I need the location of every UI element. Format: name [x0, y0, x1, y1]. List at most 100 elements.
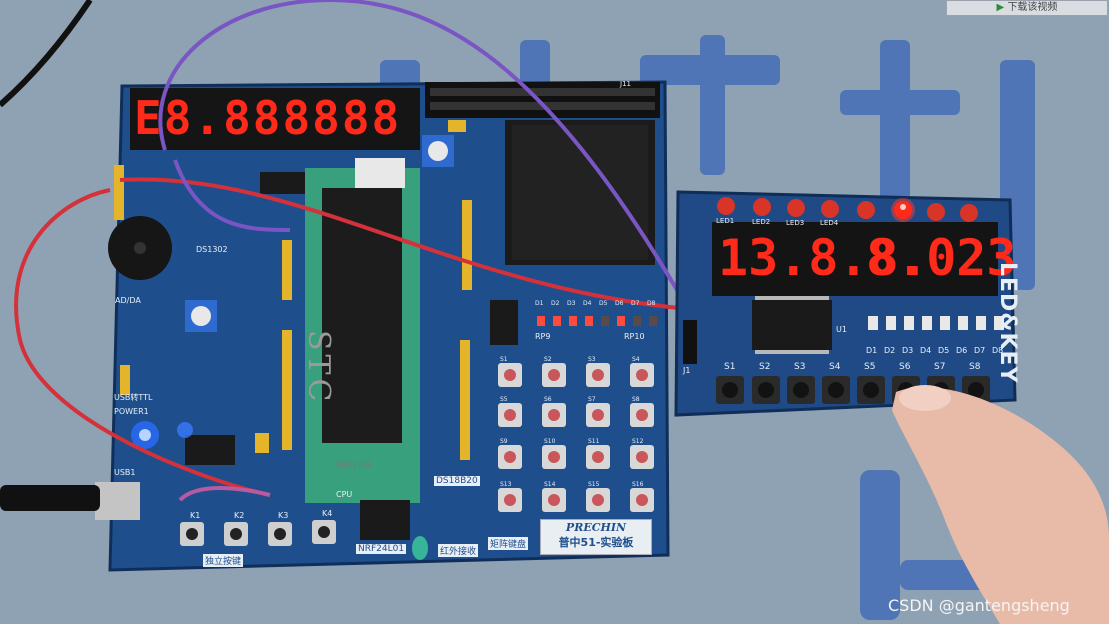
module-key-label-s7: S7	[934, 362, 946, 372]
rp10-label: RP10	[624, 332, 645, 341]
module-key-s2[interactable]	[752, 376, 780, 404]
module-chip-label: U1	[836, 325, 847, 334]
matrix-key-s3[interactable]	[586, 363, 610, 387]
module-connector-label: J1	[683, 366, 691, 375]
matrix-label-s13: S13	[500, 481, 512, 488]
main-led-label-d7: D7	[631, 300, 640, 307]
yellow-pin-headers	[114, 165, 472, 460]
main-led-label-d3: D3	[567, 300, 576, 307]
matrix-key-s1[interactable]	[498, 363, 522, 387]
matrix-label-s3: S3	[588, 356, 596, 363]
module-key-s4[interactable]	[822, 376, 850, 404]
module-key-label-s3: S3	[794, 362, 806, 372]
matrix-key-s6[interactable]	[542, 403, 566, 427]
module-key-s7[interactable]	[927, 376, 955, 404]
module-led-label-3: LED3	[786, 219, 805, 227]
power-label: POWER1	[114, 407, 149, 416]
module-key-s6[interactable]	[892, 376, 920, 404]
module-d-label-6: D6	[956, 346, 968, 355]
module-led-label-4: LED4	[820, 219, 839, 227]
main-led-label-d8: D8	[647, 300, 656, 307]
independent-key-k2[interactable]	[224, 522, 248, 546]
board-model: 普中51-实验板	[558, 536, 634, 549]
key-label-k2: K2	[234, 511, 245, 520]
usb-ttl-label: USB转TTL	[114, 393, 153, 402]
module-key-label-s4: S4	[829, 362, 841, 372]
main-led-label-d2: D2	[551, 300, 560, 307]
matrix-key-s15[interactable]	[586, 488, 610, 512]
matrix-key-s11[interactable]	[586, 445, 610, 469]
cpu-label: CPU	[336, 490, 353, 499]
adda-label: AD/DA	[115, 296, 141, 305]
matrix-key-s12[interactable]	[630, 445, 654, 469]
chip-code-label: 1D0175L	[336, 460, 373, 469]
play-icon: ▶	[996, 2, 1005, 13]
module-key-s3[interactable]	[787, 376, 815, 404]
matrix-key-s10[interactable]	[542, 445, 566, 469]
ir-receiver-label: 红外接收	[438, 544, 479, 557]
independent-key-k3[interactable]	[268, 522, 292, 546]
module-key-label-s1: S1	[724, 362, 736, 372]
brand-name: PRECHIN	[565, 521, 627, 534]
rp9-label: RP9	[535, 332, 551, 341]
main-display-digits: E8.888888	[134, 91, 402, 145]
module-display-housing	[712, 222, 998, 296]
matrix-key-s13[interactable]	[498, 488, 522, 512]
nrf-label: NRF24L01	[356, 544, 407, 554]
usb-label: USB1	[114, 468, 136, 477]
independent-key-k1[interactable]	[180, 522, 204, 546]
download-video-label: 下载该视频	[1007, 2, 1058, 13]
module-d-label-1: D1	[866, 346, 878, 355]
matrix-label-s2: S2	[544, 356, 552, 363]
module-key-label-s5: S5	[864, 362, 876, 372]
main-display: E8.888888	[134, 92, 401, 144]
matrix-key-s2[interactable]	[542, 363, 566, 387]
matrix-key-s16[interactable]	[630, 488, 654, 512]
brand-plate: PRECHIN 普中51-实验板	[540, 519, 652, 555]
module-key-label-s2: S2	[759, 362, 771, 372]
matrix-key-s5[interactable]	[498, 403, 522, 427]
download-video-button[interactable]: ▶ 下载该视频	[946, 0, 1108, 16]
j11-label: J11	[620, 80, 631, 88]
matrix-label-s14: S14	[544, 481, 556, 488]
red-wire	[14, 188, 271, 497]
main-led-label-d6: D6	[615, 300, 624, 307]
matrix-key-s4[interactable]	[630, 363, 654, 387]
usb-port	[95, 482, 140, 520]
matrix-label-s8: S8	[632, 396, 640, 403]
module-display-left: 13.8.8.	[718, 229, 929, 287]
key-label-k3: K3	[278, 511, 289, 520]
matrix-label-s16: S16	[632, 481, 644, 488]
module-key-s5[interactable]	[857, 376, 885, 404]
module-title: LED&KEY	[995, 262, 1020, 384]
module-key-label-s6: S6	[899, 362, 911, 372]
module-d-label-5: D5	[938, 346, 950, 355]
matrix-key-s8[interactable]	[630, 403, 654, 427]
matrix-key-s7[interactable]	[586, 403, 610, 427]
matrix-key-s14[interactable]	[542, 488, 566, 512]
main-led-label-d4: D4	[583, 300, 592, 307]
black-cable	[0, 0, 93, 108]
independent-key-k4[interactable]	[312, 520, 336, 544]
module-key-s1[interactable]	[716, 376, 744, 404]
ds18b20-label: DS18B20	[434, 476, 480, 486]
stc-chip	[322, 188, 402, 443]
key-label-k1: K1	[190, 511, 201, 520]
module-led-row	[717, 197, 978, 222]
zif-lever	[355, 158, 405, 188]
usb-cable	[0, 485, 100, 511]
matrix-label-s9: S9	[500, 438, 508, 445]
main-8digit-display-housing	[130, 88, 420, 150]
main-board-led-row	[537, 316, 657, 326]
independent-keys-label: 独立按键	[203, 554, 244, 567]
main-led-label-d1: D1	[535, 300, 544, 307]
key-label-k4: K4	[322, 509, 333, 518]
matrix-label-s1: S1	[500, 356, 508, 363]
matrix-label-s12: S12	[632, 438, 644, 445]
module-d-label-3: D3	[902, 346, 914, 355]
module-d-label-4: D4	[920, 346, 932, 355]
module-key-s8[interactable]	[962, 376, 990, 404]
matrix-label-s4: S4	[632, 356, 640, 363]
matrix-key-s9[interactable]	[498, 445, 522, 469]
